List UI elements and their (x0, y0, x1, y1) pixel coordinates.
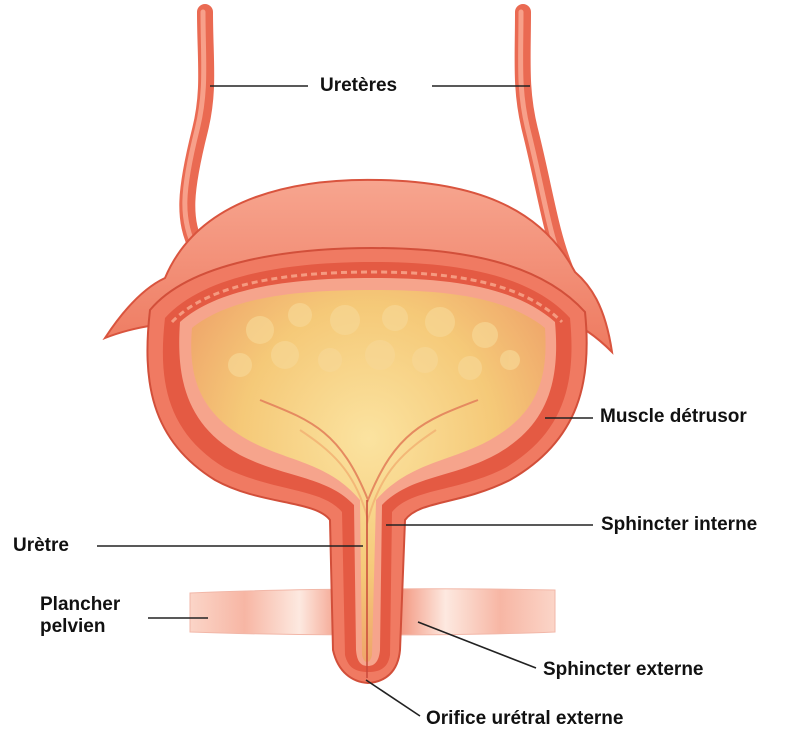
label-sphincter-externe: Sphincter externe (543, 659, 704, 681)
label-plancher-line1: Plancher (40, 594, 180, 616)
label-ureteres: Uretères (320, 75, 397, 97)
label-muscle-detrusor: Muscle détrusor (600, 406, 747, 428)
label-plancher-pelvien: Plancher pelvien (40, 594, 180, 638)
label-orifice-uretral-externe: Orifice urétral externe (426, 708, 623, 730)
label-sphincter-interne: Sphincter interne (601, 514, 757, 536)
label-plancher-line2: pelvien (40, 616, 180, 638)
label-uretre: Urètre (13, 535, 69, 557)
leader-orifice-uretral-externe (366, 680, 420, 716)
